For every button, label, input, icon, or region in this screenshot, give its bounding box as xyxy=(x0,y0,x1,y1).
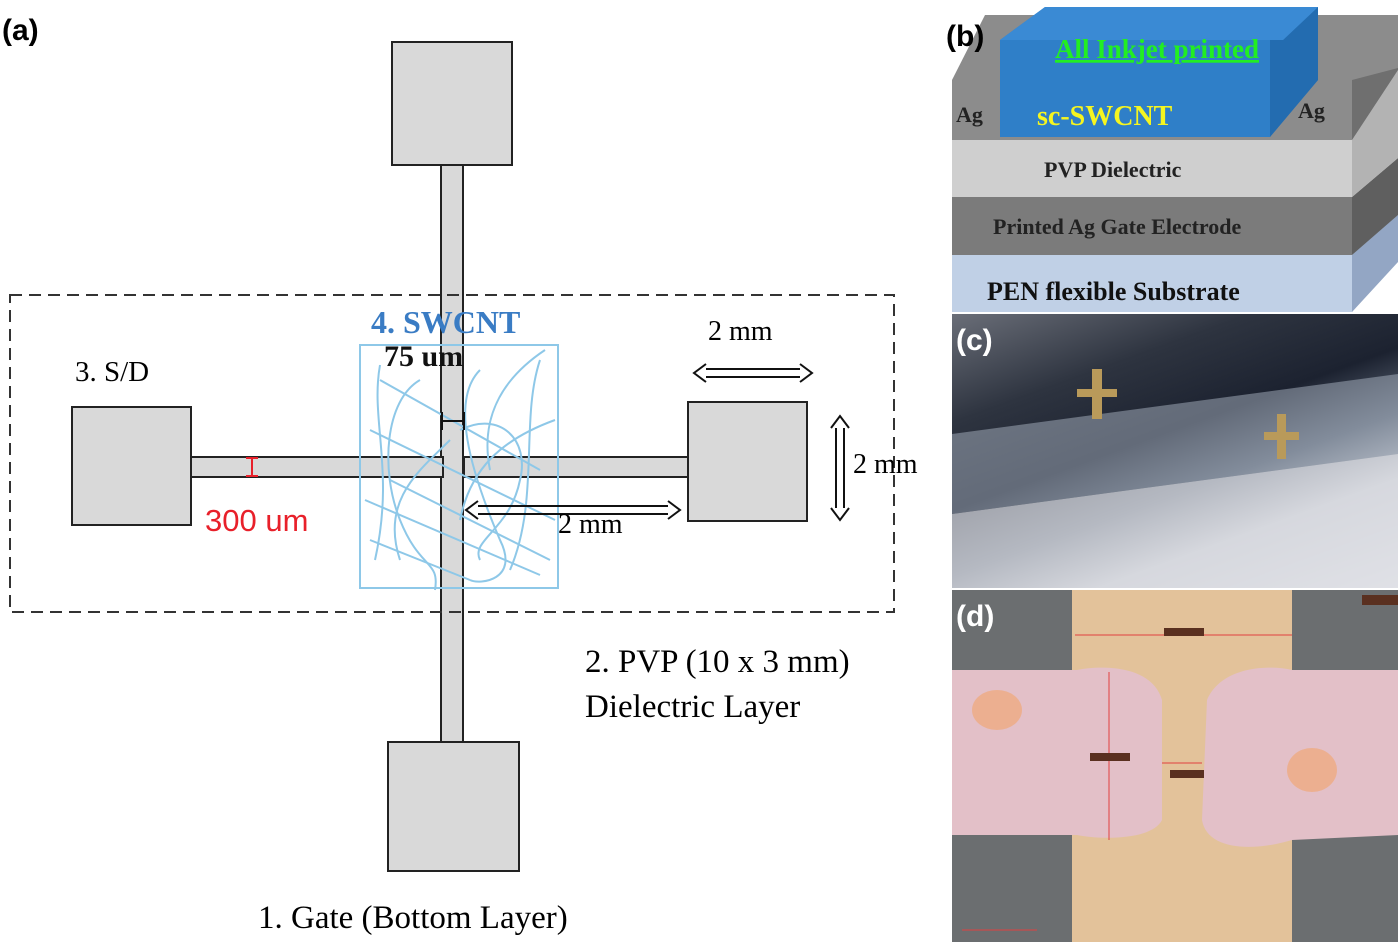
gate-bottom-pad xyxy=(387,741,520,872)
swcnt-label: 4. SWCNT xyxy=(371,304,520,340)
panel-a-label: (a) xyxy=(2,14,39,47)
device-2 xyxy=(1264,414,1299,459)
source-electrode xyxy=(952,667,1162,838)
inkjet-title: All Inkjet printed xyxy=(1055,34,1259,64)
line-width-marker xyxy=(246,457,258,477)
gate-line xyxy=(440,164,464,743)
pvp-label-line1: 2. PVP (10 x 3 mm) xyxy=(585,644,850,680)
panel-c-flexible-device-photo: (c) xyxy=(952,314,1398,588)
dielectric-label: PVP Dielectric xyxy=(1044,157,1182,182)
substrate-label: PEN flexible Substrate xyxy=(987,277,1240,306)
micrograph-features xyxy=(952,590,1398,942)
spacing-label: 2 mm xyxy=(558,509,623,540)
semiconductor-label: sc-SWCNT xyxy=(1037,101,1173,132)
contact-left-label: Ag xyxy=(956,102,983,127)
device-1 xyxy=(1077,369,1117,419)
channel-length-marker xyxy=(441,412,465,430)
source-pad xyxy=(71,406,192,526)
pad-width-label: 2 mm xyxy=(708,316,773,347)
substrate-layer xyxy=(952,255,1352,312)
drain-pad xyxy=(687,401,808,522)
pad-height-label: 2 mm xyxy=(853,449,918,480)
source-line xyxy=(190,456,444,478)
contact-right-label: Ag xyxy=(1298,98,1325,123)
line-width-label: 300 um xyxy=(205,503,308,538)
pad-width-arrow xyxy=(692,363,814,383)
pad-height-arrow xyxy=(830,414,850,522)
spacing-arrow xyxy=(464,500,682,520)
panel-c-label: (c) xyxy=(956,324,993,357)
pvp-label-line2: Dielectric Layer xyxy=(585,689,800,725)
gate-top-pad xyxy=(391,41,513,166)
panel-d-micrograph: (d) xyxy=(952,590,1398,942)
panel-b-label: (b) xyxy=(946,20,984,53)
gate-electrode-label: Printed Ag Gate Electrode xyxy=(993,214,1241,239)
panel-d-label: (d) xyxy=(956,600,995,633)
dimension-arrows xyxy=(464,363,850,522)
gate-layer xyxy=(952,197,1352,255)
swcnt-network xyxy=(359,344,559,591)
gate-label: 1. Gate (Bottom Layer) xyxy=(258,900,568,936)
photo-c-features xyxy=(952,369,1398,588)
pvp-dielectric-outline xyxy=(9,294,895,613)
sd-label: 3. S/D xyxy=(75,356,149,388)
drain-line xyxy=(463,456,689,478)
channel-length-label: 75 um xyxy=(384,340,463,373)
dielectric-layer xyxy=(952,140,1352,197)
panel-b-layer-stack xyxy=(952,7,1398,312)
